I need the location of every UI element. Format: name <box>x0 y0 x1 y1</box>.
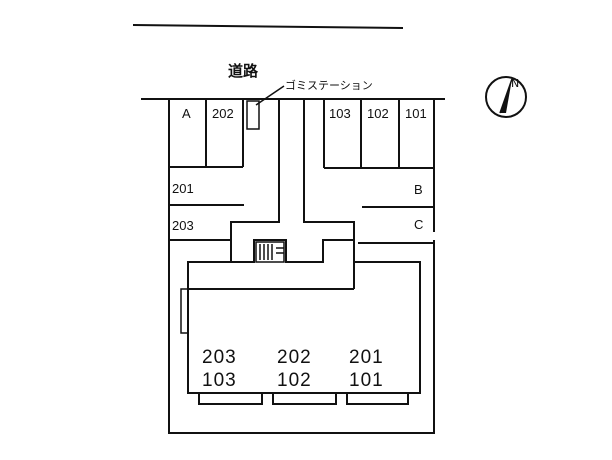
top-boundary-line <box>132 24 404 29</box>
parking-slot-202-top: 202 <box>212 106 234 121</box>
unit-201: 201 <box>349 347 384 368</box>
site-boundary-outer <box>168 99 435 434</box>
garbage-station <box>246 100 260 130</box>
parking-slot-102-top: 102 <box>367 106 389 121</box>
compass-icon: N <box>485 76 527 118</box>
garbage-station-leader <box>255 85 285 106</box>
balconies <box>198 392 409 405</box>
central-driveway <box>230 99 355 263</box>
parking-top-left <box>169 99 244 168</box>
parking-slot-201-left: 201 <box>172 181 194 196</box>
compass-north-letter: N <box>511 77 519 90</box>
parking-slot-b: B <box>414 182 423 197</box>
parking-top-right <box>323 99 434 169</box>
building-footprint <box>180 240 421 394</box>
unit-203: 203 <box>202 347 237 368</box>
unit-101: 101 <box>349 370 384 391</box>
parking-slot-203-left: 203 <box>172 218 194 233</box>
garbage-station-label: ゴミステーション <box>285 78 373 92</box>
parking-slot-a: A <box>182 106 191 121</box>
staircase-icon <box>255 241 285 263</box>
road-label: 道路 <box>228 62 259 80</box>
parking-slot-101-top: 101 <box>405 106 427 121</box>
parking-slot-c: C <box>414 217 423 232</box>
unit-103: 103 <box>202 370 237 391</box>
unit-202: 202 <box>277 347 312 368</box>
parking-slot-103-top: 103 <box>329 106 351 121</box>
unit-102: 102 <box>277 370 312 391</box>
